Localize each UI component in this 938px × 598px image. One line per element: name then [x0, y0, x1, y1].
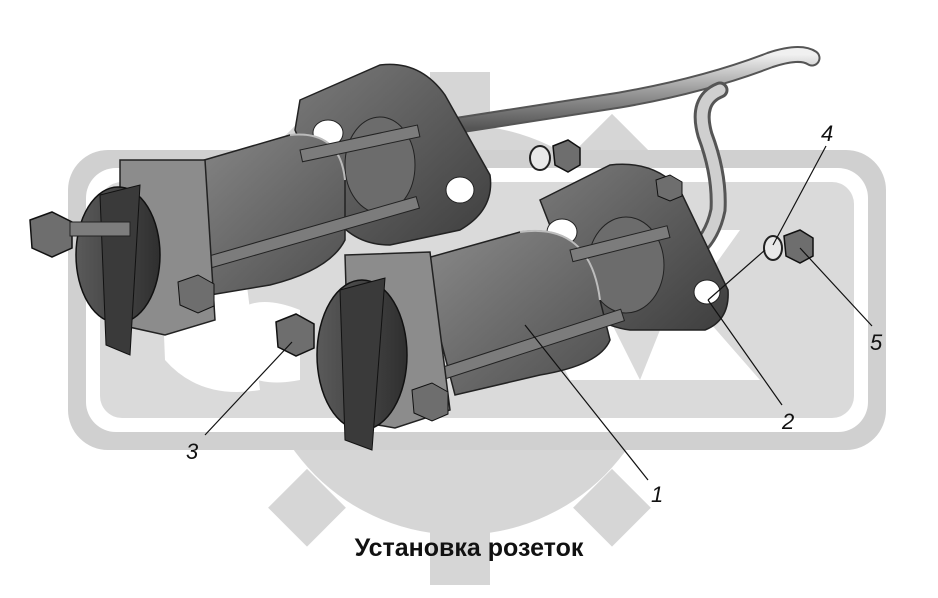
pipe: [431, 46, 821, 264]
figure-caption: Установка розеток: [354, 534, 584, 562]
leader-line-2b: [707, 249, 766, 301]
callout-5: 5: [870, 330, 883, 355]
leader-line-3: [204, 341, 293, 436]
leader-line-5: [799, 247, 873, 327]
leader-line-2a: [707, 299, 783, 406]
callout-4: 4: [821, 121, 833, 146]
callout-1: 1: [651, 482, 663, 507]
rear-socket-assembly: [29, 63, 492, 356]
callout-2: 2: [781, 409, 794, 434]
front-socket-assembly: [275, 163, 729, 451]
callout-3: 3: [186, 439, 199, 464]
leader-line-4: [772, 145, 827, 246]
loose-nut-and-washer: [529, 139, 581, 173]
leader-lines: [204, 145, 873, 481]
leader-line-1: [524, 324, 649, 481]
